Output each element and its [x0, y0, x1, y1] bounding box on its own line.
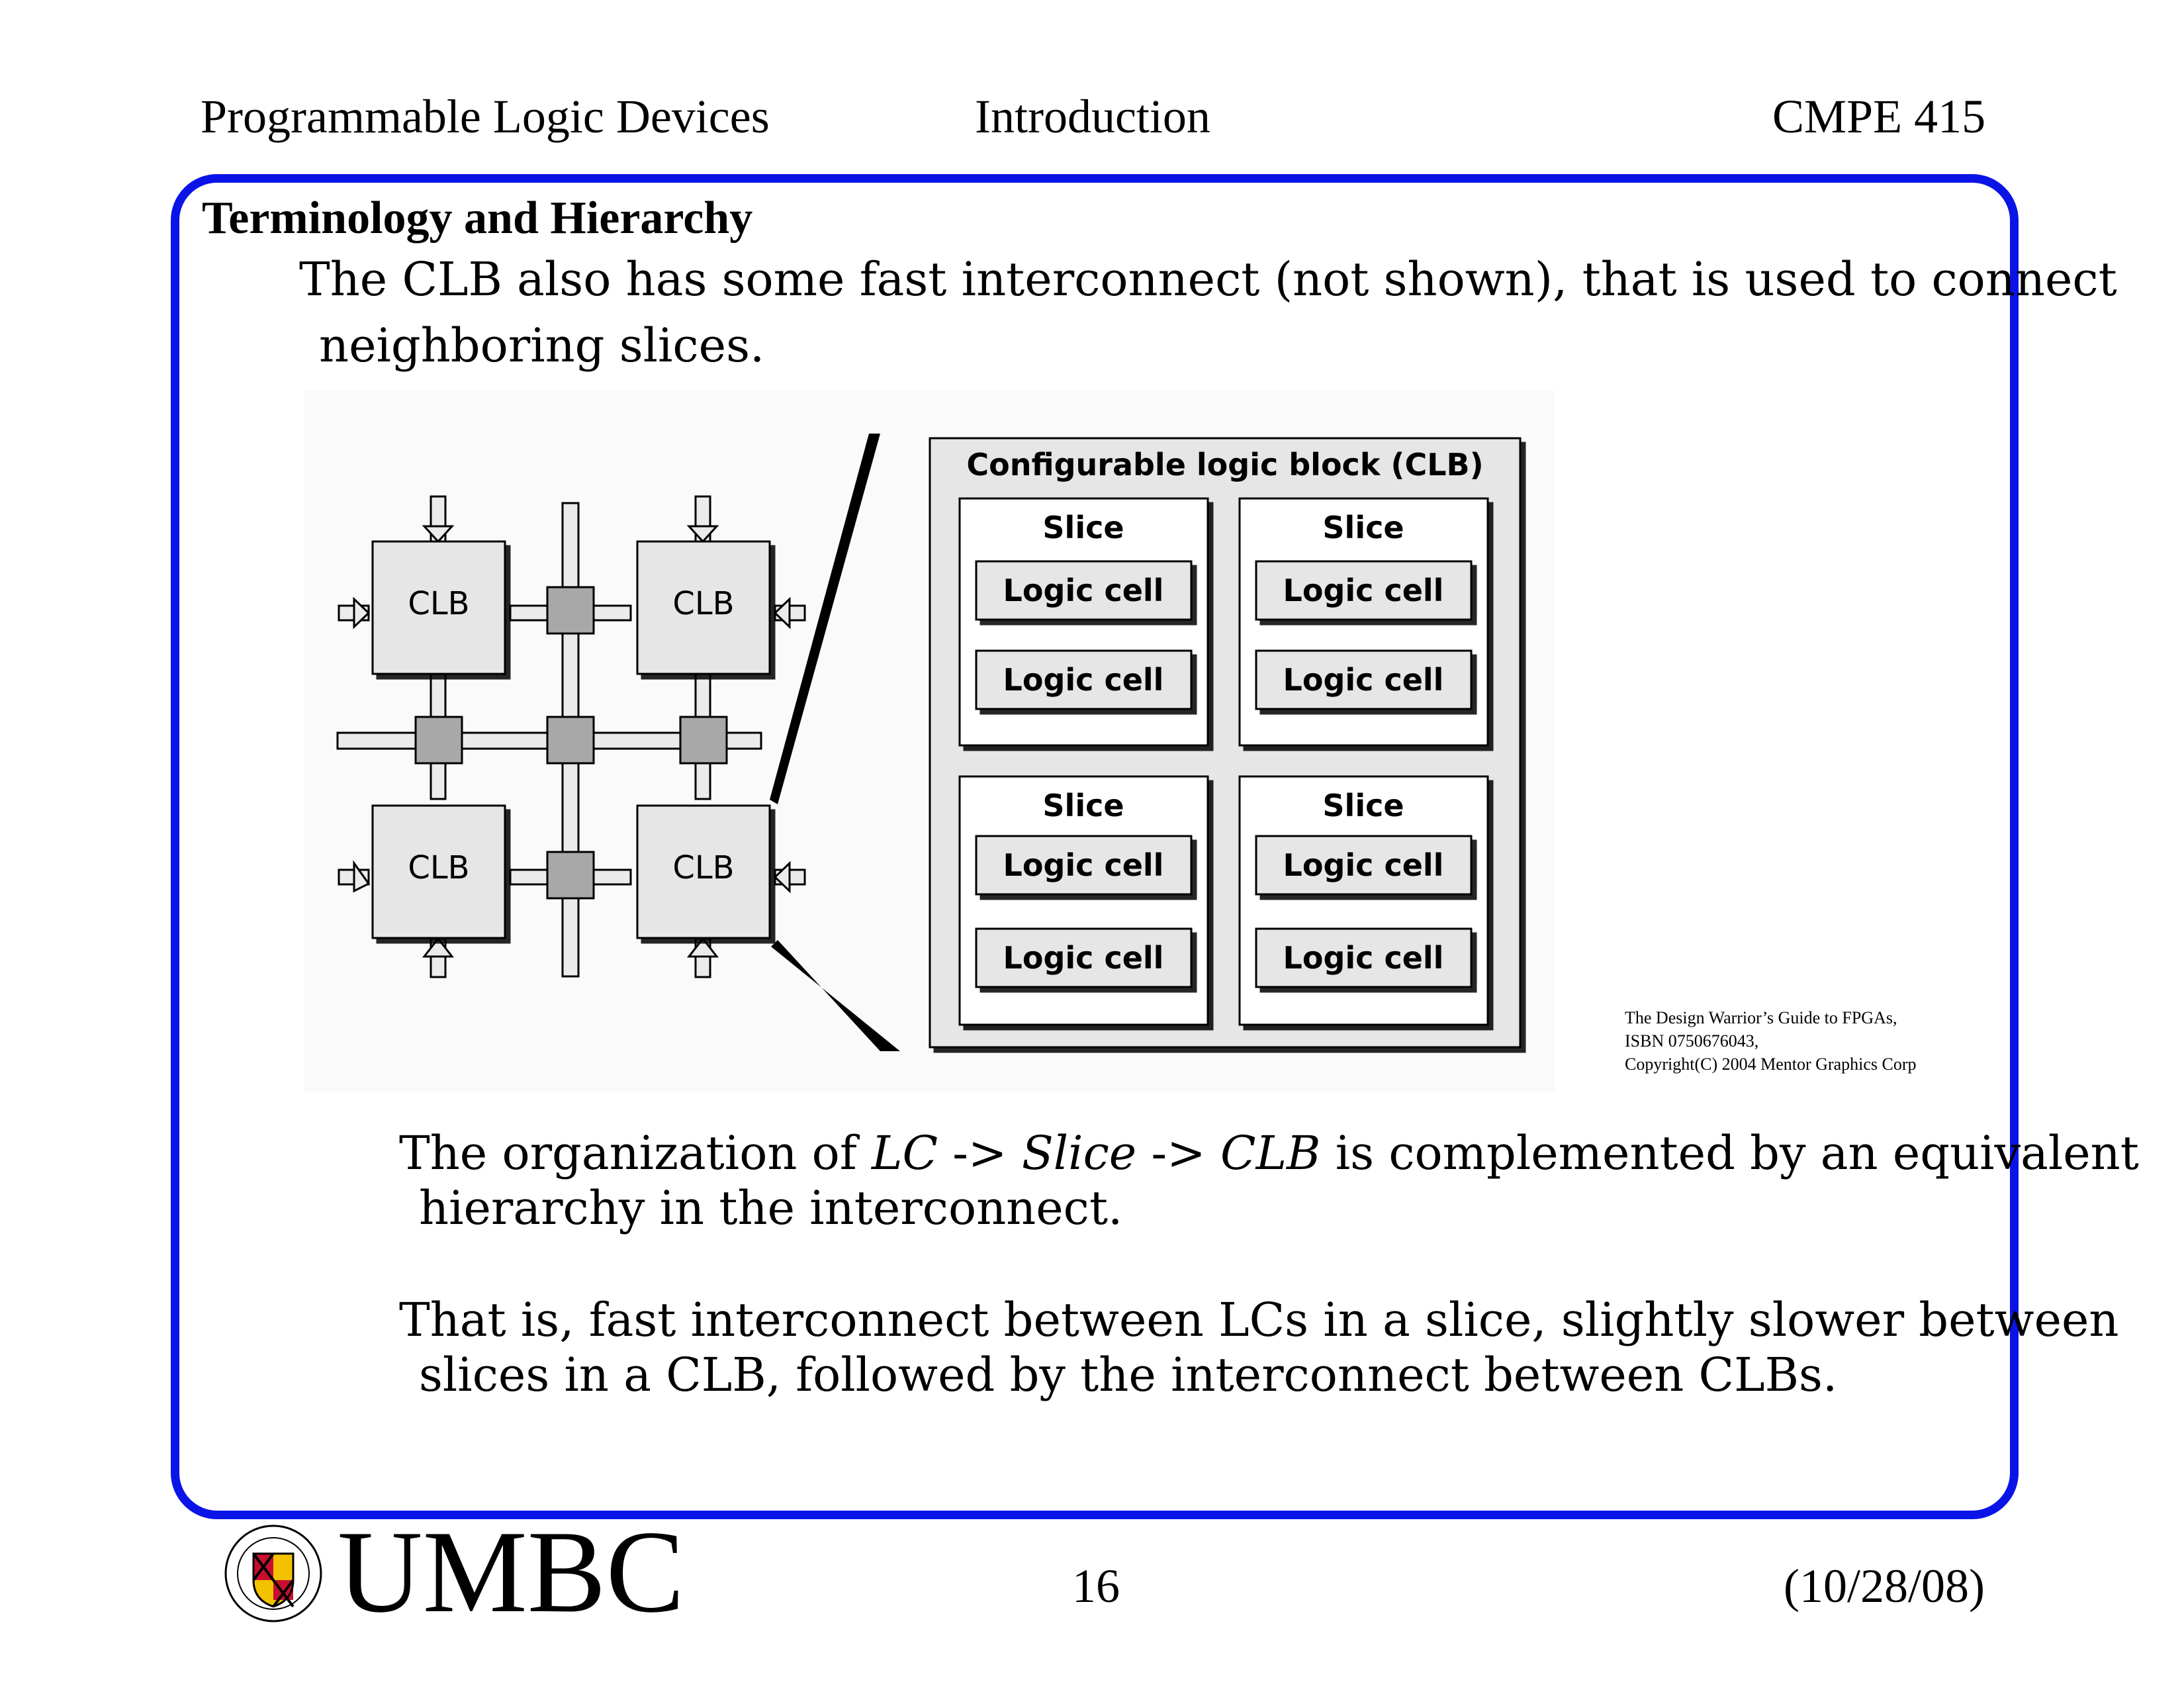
slice-label: Slice [1322, 510, 1404, 545]
clb-block-title: Configurable logic block (CLB) [966, 447, 1483, 483]
logic-cell-box [975, 927, 1193, 988]
citation-line-2: ISBN 0750676043, [1625, 1031, 1759, 1051]
clb-block: CLB [371, 540, 506, 675]
p2-text-pre: The organization of [399, 1126, 872, 1180]
logic-cell-box [1255, 649, 1473, 710]
citation-line-1: The Design Warrior’s Guide to FPGAs, [1625, 1008, 1897, 1027]
logic-cell-box [1255, 560, 1473, 621]
clb-hierarchy-diagram: CLB CLB CLB CLB Configurable logic block… [304, 391, 1562, 1096]
logic-cell-label: Logic cell [1283, 847, 1444, 883]
paragraph-1-line-2: neighboring slices. [319, 318, 765, 373]
clb-label: CLB [672, 585, 734, 622]
header-course-code: CMPE 415 [1772, 90, 1986, 143]
slice-box: Slice Logic cell Logic cell [958, 775, 1209, 1026]
logic-cell-label: Logic cell [1283, 940, 1444, 976]
slide-title: Terminology and Hierarchy [202, 193, 753, 244]
slide-frame [171, 174, 2019, 1519]
slice-label: Slice [1042, 510, 1124, 545]
expanded-clb: Configurable logic block (CLB) Slice Log… [929, 437, 1522, 1049]
citation-line-3: Copyright(C) 2004 Mentor Graphics Corp [1625, 1055, 1917, 1074]
clb-label: CLB [408, 585, 469, 622]
routing-arrowheads [353, 525, 791, 958]
logic-cell-label: Logic cell [1003, 662, 1164, 698]
switch-matrices [414, 586, 728, 900]
p2-text-post: is complemented by an equivalent [1320, 1126, 2139, 1180]
clb-label: CLB [672, 849, 734, 886]
logic-cell-box [975, 835, 1193, 896]
paragraph-3-line-1: That is, fast interconnect between LCs i… [399, 1293, 2119, 1347]
clb-block: CLB [636, 540, 771, 675]
logic-cell-label: Logic cell [1283, 662, 1444, 698]
slice-box: Slice Logic cell Logic cell [958, 497, 1209, 747]
clb-block: CLB [636, 804, 771, 939]
logic-cell-box [1255, 927, 1473, 988]
p2-arrow: -> [938, 1126, 1022, 1180]
paragraph-1-line-1: The CLB also has some fast interconnect … [299, 252, 2117, 306]
clb-block: CLB [371, 804, 506, 939]
term-lc: LC [871, 1126, 938, 1180]
header-section: Introduction [975, 90, 1210, 143]
slice-box: Slice Logic cell Logic cell [1238, 775, 1489, 1026]
clb-label: CLB [408, 849, 469, 886]
logic-cell-label: Logic cell [1003, 847, 1164, 883]
zoom-wedge-bottom [771, 940, 900, 1051]
paragraph-2-line-2: hierarchy in the interconnect. [419, 1181, 1123, 1235]
term-clb: CLB [1220, 1126, 1321, 1180]
p2-arrow: -> [1136, 1126, 1221, 1180]
header-course-topic: Programmable Logic Devices [201, 90, 770, 143]
logic-cell-box [975, 560, 1193, 621]
slice-label: Slice [1042, 788, 1124, 823]
logic-cell-label: Logic cell [1003, 573, 1164, 608]
slice-box: Slice Logic cell Logic cell [1238, 497, 1489, 747]
logic-cell-box [1255, 835, 1473, 896]
term-slice: Slice [1021, 1126, 1137, 1180]
logic-cell-label: Logic cell [1003, 940, 1164, 976]
page-number: 16 [1072, 1560, 1120, 1613]
umbc-seal-icon [224, 1524, 323, 1626]
slice-label: Slice [1322, 788, 1404, 823]
logic-cell-label: Logic cell [1283, 573, 1444, 608]
logic-cell-box [975, 649, 1193, 710]
zoom-wedge-top [770, 434, 880, 804]
paragraph-2-line-1: The organization of LC -> Slice -> CLB i… [399, 1125, 2139, 1181]
slide-date: (10/28/08) [1784, 1560, 1985, 1613]
umbc-logo-text: UMBC [338, 1506, 685, 1637]
paragraph-3-line-2: slices in a CLB, followed by the interco… [419, 1348, 1838, 1402]
